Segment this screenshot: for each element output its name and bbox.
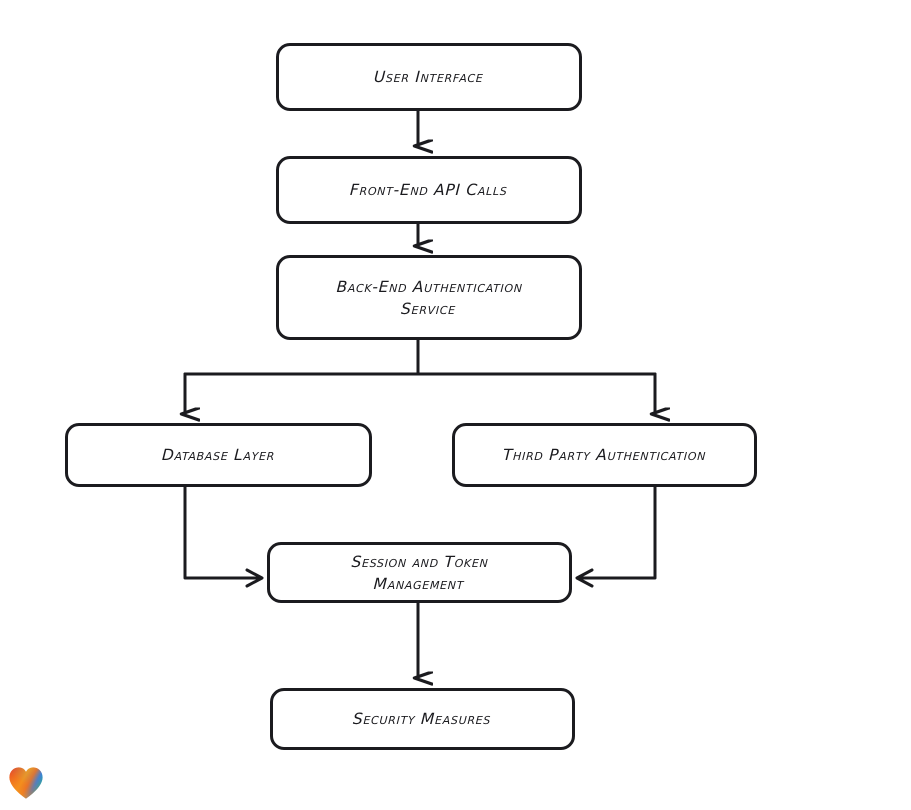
node-label-database-layer: Database Layer (161, 446, 276, 464)
node-label-front-end-api-calls: Front-End API Calls (349, 181, 509, 199)
node-user-interface[interactable]: User Interface (276, 43, 582, 111)
node-third-party-authentication[interactable]: Third Party Authentication (452, 423, 757, 487)
node-label-third-party-authentication: Third Party Authentication (502, 446, 707, 464)
node-label-back-end-authentication-service: Back-End Authentication Service (335, 277, 524, 318)
node-database-layer[interactable]: Database Layer (65, 423, 372, 487)
node-label-user-interface: User Interface (373, 68, 485, 86)
node-back-end-authentication-service[interactable]: Back-End Authentication Service (276, 255, 582, 340)
edge-database-to-session (183, 485, 264, 588)
edge-backend-branch-stem (183, 338, 657, 376)
heart-icon (9, 767, 43, 799)
node-session-and-token-management[interactable]: Session and Token Management (267, 542, 572, 603)
edge-thirdparty-to-session (575, 485, 657, 588)
node-label-session-and-token-management: Session and Token Management (351, 552, 490, 593)
node-label-security-measures: Security Measures (352, 710, 493, 728)
node-front-end-api-calls[interactable]: Front-End API Calls (276, 156, 582, 224)
node-security-measures[interactable]: Security Measures (270, 688, 575, 750)
